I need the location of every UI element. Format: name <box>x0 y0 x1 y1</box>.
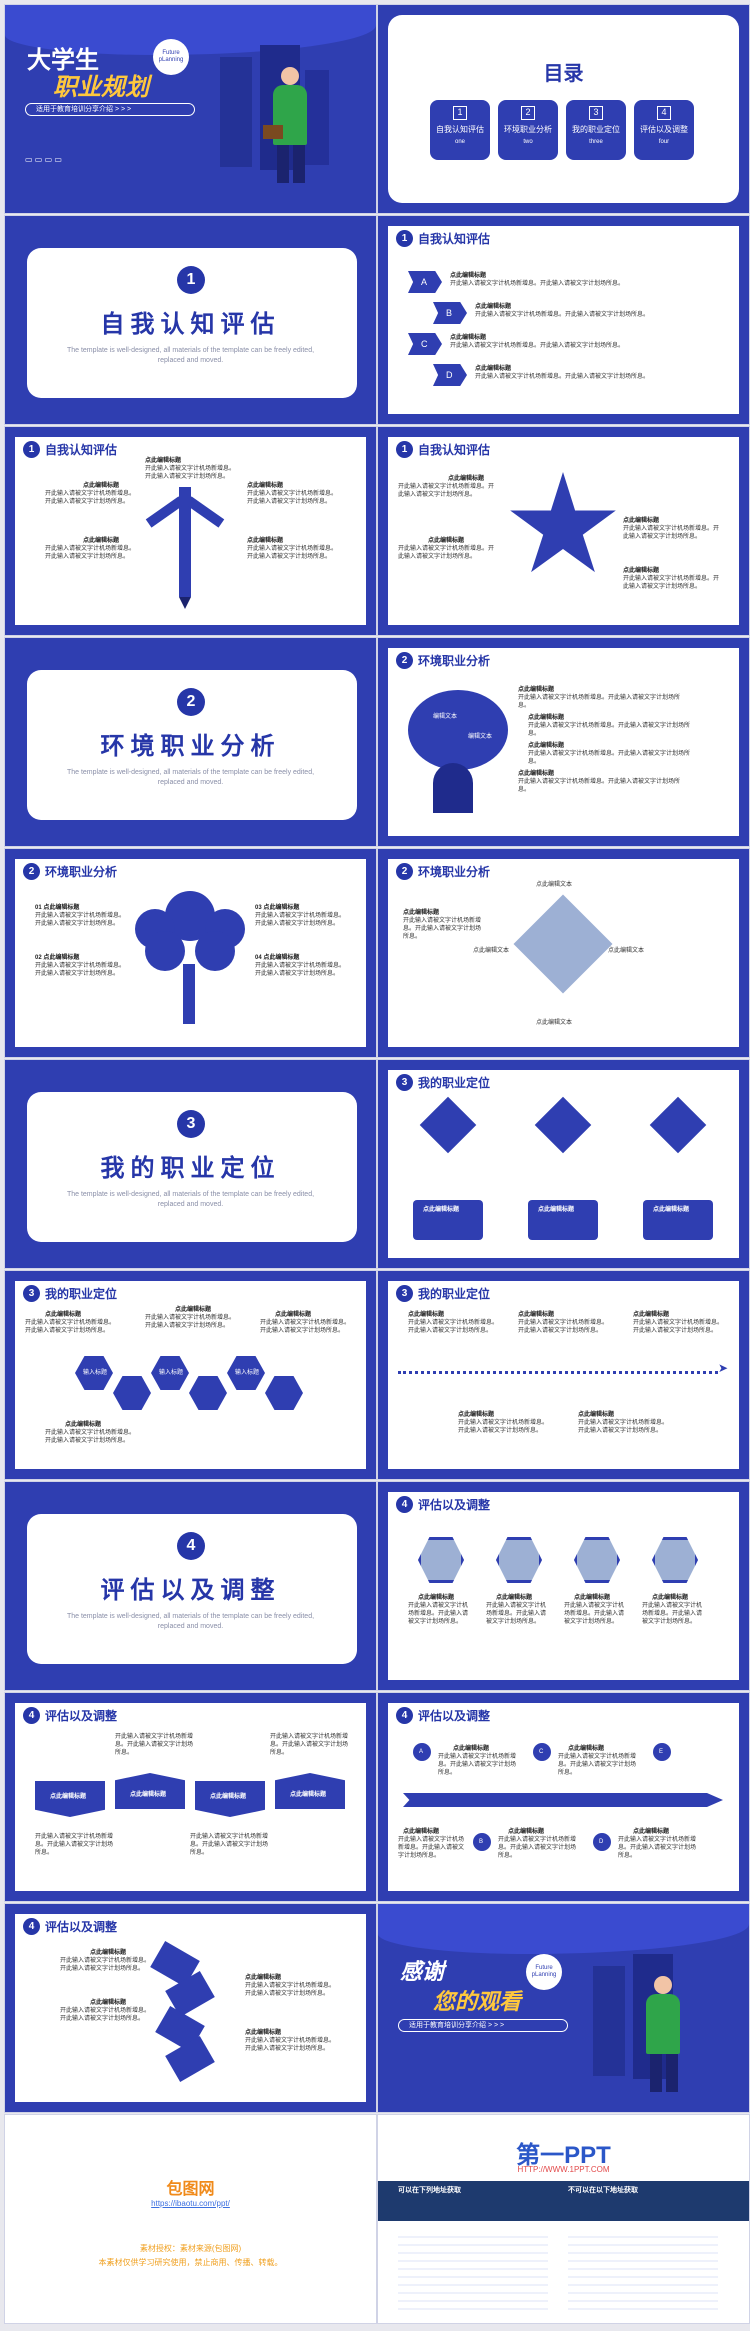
section-3-slide[interactable]: 3 我的职业定位 The template is well-designed, … <box>5 1060 376 1268</box>
thanks-line-2: 您的观看 <box>433 1989 522 2014</box>
cover-title-1: 大学生 <box>27 47 99 74</box>
cover-icons: ▭ ▭ ▭ ▭ <box>25 155 62 164</box>
thanks-line-1: 感谢 <box>400 1959 445 1984</box>
section-1-slide[interactable]: 1 自我认知评估 The template is well-designed, … <box>5 216 376 424</box>
ibaotu-logo: 包图网 <box>166 2181 215 2198</box>
section-4-slide[interactable]: 4 评估以及调整 The template is well-designed, … <box>5 1482 376 1690</box>
ibaotu-slide[interactable]: 包图网 https://ibaotu.com/ppt/ 素材授权：素材来源(包图… <box>5 2115 376 2323</box>
1ppt-logo: 第一PPT <box>516 2142 611 2169</box>
cover-band: 适用于教育培训分享介绍 > > > <box>25 103 195 116</box>
toc-title: 目录 <box>543 63 584 85</box>
1ppt-slide[interactable]: 第一PPT HTTP://WWW.1PPT.COM 可以在下列地址获取 不可以在… <box>378 2115 749 2323</box>
ibaotu-url[interactable]: https://ibaotu.com/ppt/ <box>151 2199 230 2208</box>
cover-title-2: 职业规划 <box>53 74 149 101</box>
section-number: 1 <box>177 266 205 294</box>
section-2-slide[interactable]: 2 环境职业分析 The template is well-designed, … <box>5 638 376 846</box>
section-title: 自我认知评估 <box>100 311 281 338</box>
section-subtitle: The template is well-designed, all mater… <box>66 347 315 364</box>
